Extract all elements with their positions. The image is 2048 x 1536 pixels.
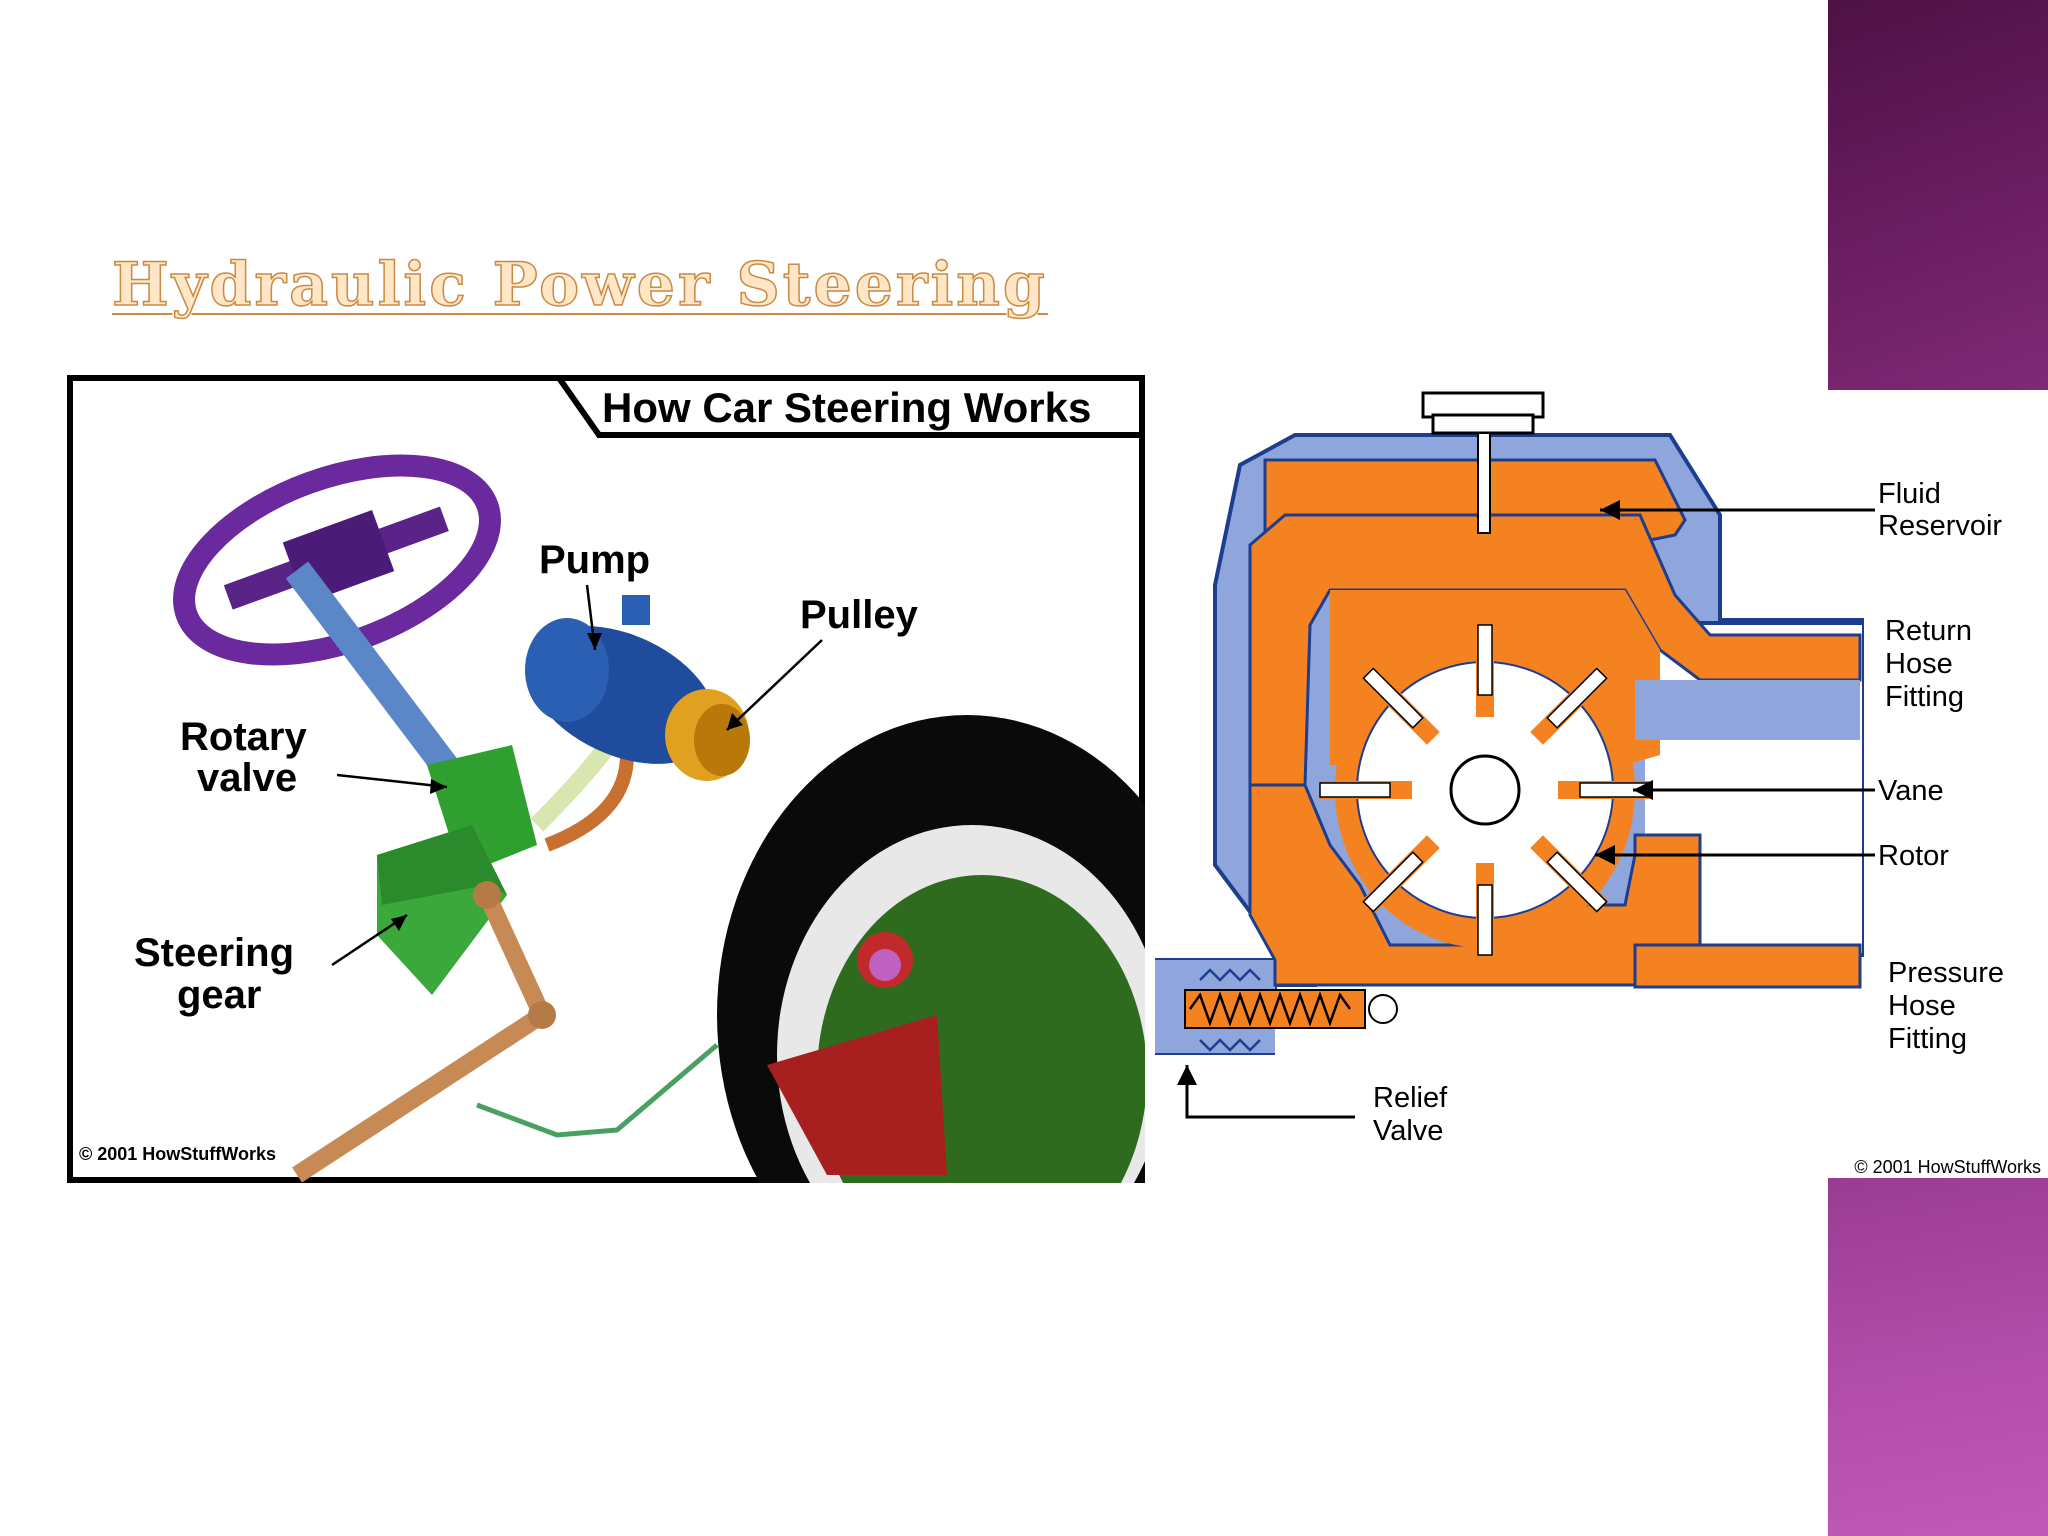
label-return-3: Fitting xyxy=(1885,681,1964,713)
label-fluid-1: Fluid xyxy=(1878,478,1941,510)
label-rotor: Rotor xyxy=(1878,840,1949,872)
label-steering-gear-2: gear xyxy=(177,973,262,1017)
label-relief-1: Relief xyxy=(1373,1082,1448,1114)
label-pressure-2: Hose xyxy=(1888,990,1956,1022)
label-return-2: Hose xyxy=(1885,648,1953,680)
figure-title: How Car Steering Works xyxy=(602,384,1091,431)
label-return-1: Return xyxy=(1885,615,1972,647)
power-steering-pump-cross-section: Fluid Reservoir Return Hose Fitting Vane… xyxy=(1155,385,2048,1180)
label-rotary-valve-1: Rotary xyxy=(180,715,307,759)
label-steering-gear-1: Steering xyxy=(134,931,294,975)
decorative-bar-top xyxy=(1828,0,2048,390)
label-pump: Pump xyxy=(539,538,650,582)
label-rotary-valve-2: valve xyxy=(197,756,297,800)
copyright-left: © 2001 HowStuffWorks xyxy=(79,1144,276,1164)
callout-return-hose: Return Hose Fitting xyxy=(1885,615,1972,713)
decorative-bar-bottom xyxy=(1828,1178,2048,1536)
label-pressure-3: Fitting xyxy=(1888,1023,1967,1055)
slide-title: Hydraulic Power Steering xyxy=(112,248,1048,322)
copyright-right: © 2001 HowStuffWorks xyxy=(1854,1157,2041,1177)
label-pressure-1: Pressure xyxy=(1888,957,2004,989)
label-fluid-2: Reservoir xyxy=(1878,510,2002,542)
label-vane: Vane xyxy=(1878,775,1944,807)
label-relief-2: Valve xyxy=(1373,1115,1443,1147)
callout-pressure-hose: Pressure Hose Fitting xyxy=(1888,957,2004,1055)
steering-system-illustration: How Car Steering Works Pump xyxy=(67,375,1145,1183)
callout-relief-valve: Relief Valve xyxy=(1177,1065,1448,1147)
label-pulley: Pulley xyxy=(800,593,919,637)
